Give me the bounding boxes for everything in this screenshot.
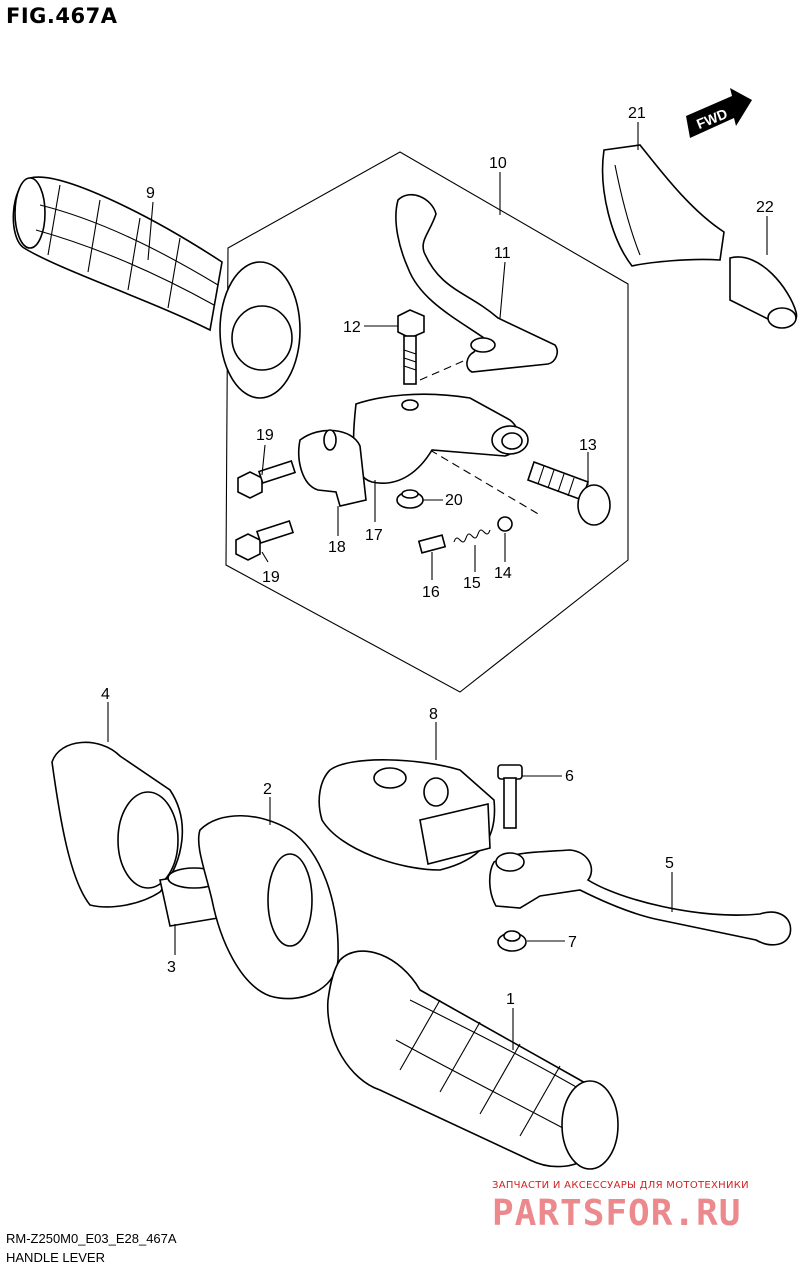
part-4-cover (51, 741, 184, 908)
callout-6: 6 (565, 768, 574, 785)
callout-19-upper: 19 (256, 427, 274, 444)
part-5-lever (488, 849, 792, 946)
callout-22: 22 (756, 199, 774, 216)
callout-4: 4 (101, 686, 110, 703)
callout-19-lower: 19 (262, 569, 280, 586)
callouts: 9 10 11 12 13 14 15 16 17 18 19 19 20 21… (101, 105, 774, 1050)
assembly-10-outline (225, 151, 629, 693)
part-12-bolt (397, 309, 425, 385)
callout-18: 18 (328, 539, 346, 556)
callout-1: 1 (506, 991, 515, 1008)
part-14-ball (497, 516, 513, 532)
callout-12: 12 (343, 319, 361, 336)
part-22-adjuster (729, 256, 798, 329)
svg-text:FWD: FWD (694, 105, 730, 132)
part-13-adjuster (526, 460, 611, 526)
part-17-holder (352, 393, 529, 484)
part-16-pin (417, 534, 447, 554)
callout-16: 16 (422, 584, 440, 601)
part-9-left-grip (12, 176, 301, 399)
callout-10: 10 (489, 155, 507, 172)
callout-14: 14 (494, 565, 512, 582)
callout-15: 15 (463, 575, 481, 592)
figure-name: HANDLE LEVER (6, 1250, 105, 1265)
part-7-nut (497, 930, 527, 952)
figure-code: RM-Z250M0_E03_E28_467A (6, 1231, 177, 1246)
callout-17: 17 (365, 527, 383, 544)
part-19-screw-lower (235, 520, 295, 561)
part-1-right-grip (327, 950, 619, 1170)
figure-title: FIG.467A (6, 4, 118, 28)
callout-7: 7 (568, 934, 577, 951)
callout-20: 20 (445, 492, 463, 509)
part-2-holder (197, 815, 339, 1000)
callout-8: 8 (429, 706, 438, 723)
callout-9: 9 (146, 185, 155, 202)
part-6-bolt (497, 764, 523, 829)
fwd-direction-badge: FWD (686, 88, 752, 138)
callout-2: 2 (263, 781, 272, 798)
callout-5: 5 (665, 855, 674, 872)
part-19-screw-upper (237, 460, 297, 499)
callout-13: 13 (579, 437, 597, 454)
watermark-tagline: ЗАПЧАСТИ И АКСЕССУАРЫ ДЛЯ МОТОТЕХНИКИ (492, 1180, 749, 1191)
part-20-nut (396, 489, 424, 509)
callout-3: 3 (167, 959, 176, 976)
watermark-logo: PARTSFOR.RU (492, 1193, 742, 1234)
callout-11: 11 (494, 245, 511, 262)
part-21-cover (601, 144, 725, 267)
callout-21: 21 (628, 105, 646, 122)
part-8-lever-cover (318, 759, 496, 871)
part-11-lever (395, 194, 558, 373)
part-15-spring (453, 529, 491, 543)
part-18-clamp (298, 429, 367, 507)
